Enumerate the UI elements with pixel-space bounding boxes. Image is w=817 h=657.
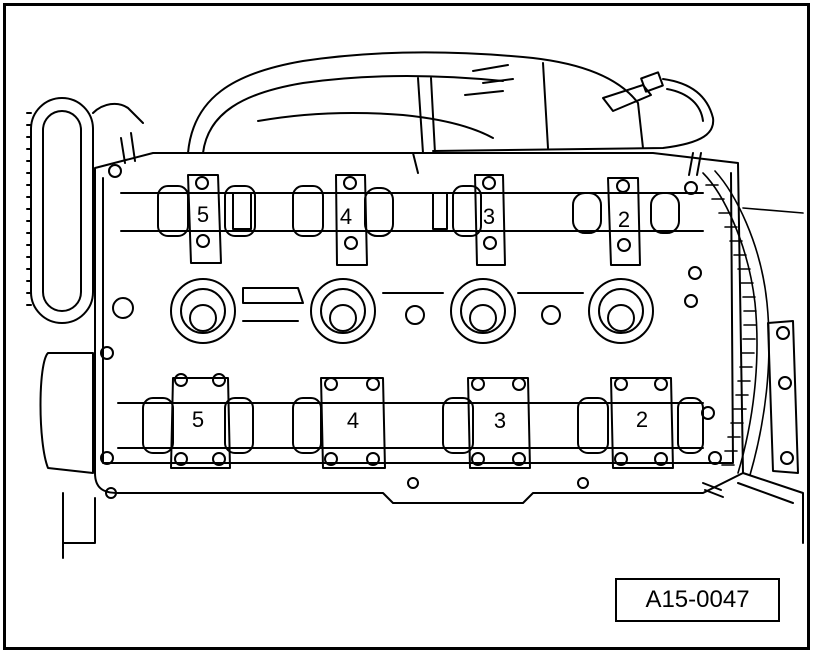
lower-cap-number-4: 4	[347, 408, 359, 433]
upper-cap-number-2: 2	[618, 207, 630, 232]
engine-cylinder-head-drawing: 5 4 3 2 5 4 3 2	[26, 51, 804, 559]
upper-camshaft	[120, 185, 704, 237]
figure-reference-label: A15-0047	[615, 578, 780, 622]
lower-cap-number-5: 5	[192, 407, 204, 432]
cylinder-head-outline	[39, 152, 804, 559]
lower-bearing-caps	[170, 373, 674, 469]
sensor-line	[432, 71, 715, 152]
lower-cap-number-3: 3	[494, 408, 506, 433]
spark-plug-wells	[112, 278, 654, 344]
upper-cap-number-3: 3	[483, 204, 495, 229]
camshaft-sprocket	[26, 97, 144, 324]
diagram-frame: 5 4 3 2 5 4 3 2	[3, 3, 810, 650]
side-bracket	[767, 320, 799, 474]
upper-cap-number-5: 5	[197, 202, 209, 227]
upper-bearing-caps	[187, 174, 641, 266]
timing-chain	[702, 170, 804, 476]
intake-manifold	[187, 51, 644, 154]
lower-cap-number-2: 2	[636, 407, 648, 432]
lower-camshaft	[117, 397, 704, 454]
upper-cap-numbers: 5 4 3 2	[197, 202, 630, 232]
lower-cap-numbers: 5 4 3 2	[192, 407, 648, 433]
upper-cap-number-4: 4	[340, 204, 352, 229]
perimeter-bolts	[100, 132, 724, 499]
